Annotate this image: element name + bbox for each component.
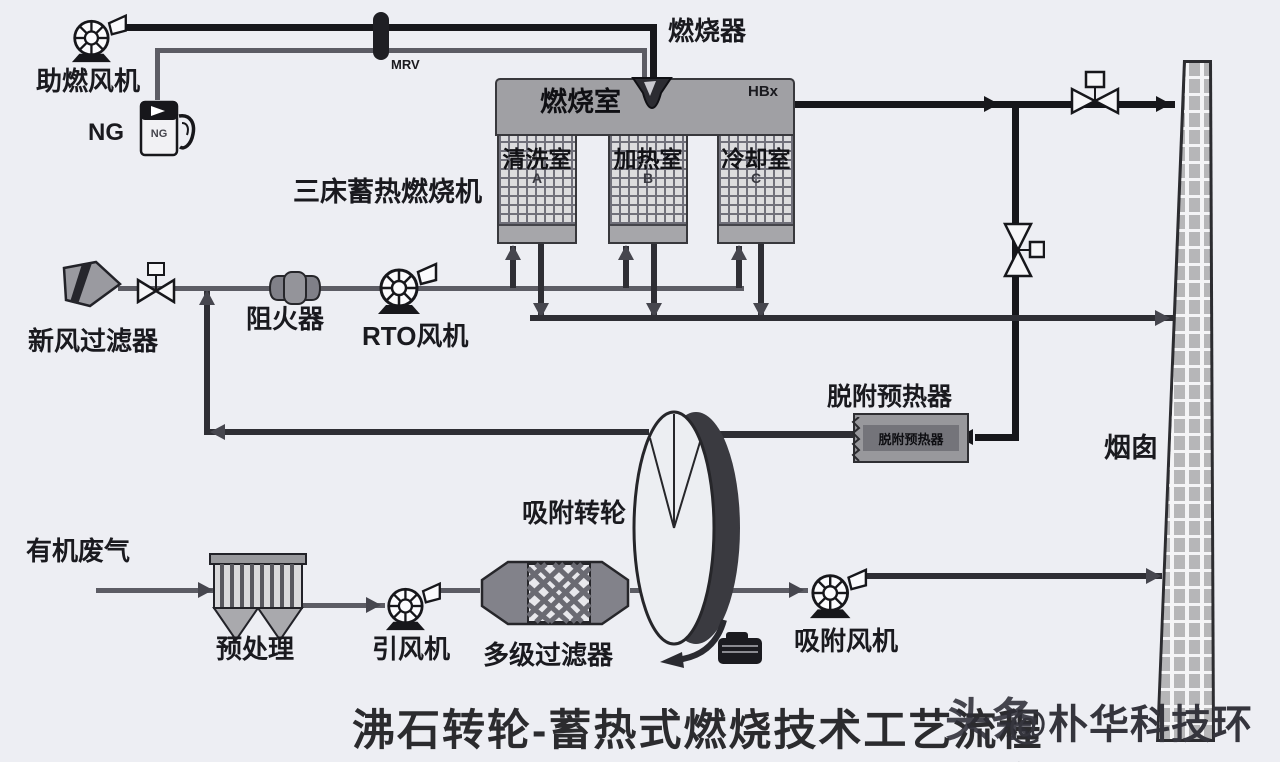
- arrow-bed-b-out: [646, 303, 662, 318]
- adsorption-fan-label: 吸附风机: [794, 626, 899, 656]
- bed-c: [717, 134, 795, 244]
- stack-brick-pattern: [1159, 63, 1212, 739]
- preheater-label: 脱附预热器: [827, 383, 953, 411]
- aux-fan-label: 助燃风机: [36, 66, 141, 96]
- pretreatment-label: 预处理: [216, 634, 295, 664]
- arrow-bed-b-in: [618, 245, 634, 260]
- preheater-branch-valve-icon: [1002, 222, 1045, 278]
- pipe-clean-to-stack: [862, 573, 1162, 579]
- desorption-preheater-box: 脱附预热器: [851, 413, 969, 463]
- pipe-rto-supply: [118, 286, 744, 291]
- hx-tag: HBx: [748, 83, 779, 100]
- stack: [1156, 60, 1215, 742]
- arrow-to-stack-top: [984, 96, 999, 112]
- arrow-into-stack-bottom: [1146, 568, 1161, 584]
- pipe-exhaust: [530, 315, 1173, 321]
- adsorption-fan-icon: [809, 568, 868, 619]
- pipe-bed-c-outlet: [758, 243, 764, 321]
- arrow-into-draft-fan: [366, 597, 381, 613]
- pipe-ng: [155, 48, 647, 53]
- fresh-air-filter-icon: [62, 260, 122, 308]
- bed-c-name: 冷却室: [721, 146, 791, 172]
- bed-c-code: C: [750, 170, 762, 186]
- pipe-combustion-air-drop: [650, 24, 657, 82]
- pipe-bed-c-inlet: [736, 246, 742, 288]
- rto-unit-label: 三床蓄热燃烧机: [293, 177, 482, 207]
- stack-label: 烟囱: [1104, 433, 1158, 463]
- flame-arrester-label: 阻火器: [246, 304, 325, 334]
- watermark-handle: @朴华科技环保: [1008, 703, 1254, 762]
- bed-c-plenum: [719, 224, 793, 242]
- bed-a-code: A: [531, 170, 543, 186]
- preheater-band: 脱附预热器: [863, 425, 959, 451]
- waste-gas-label: 有机废气: [26, 536, 131, 566]
- bed-b-code: B: [642, 170, 654, 186]
- bed-b: [608, 134, 688, 244]
- arrow-bed-a-in: [505, 245, 521, 260]
- pipe-preheater-to-rotor: [700, 431, 855, 438]
- burner-label: 燃烧器: [668, 16, 747, 46]
- combustion-chamber-label: 燃烧室: [540, 87, 621, 117]
- bed-a-plenum: [499, 224, 575, 242]
- preheater-coil-icon: [851, 417, 861, 461]
- watermark-prefix: 头条: [945, 694, 1037, 746]
- flame-arrester-icon: [268, 271, 322, 305]
- pipe-fan-to-filter: [440, 588, 480, 593]
- fresh-air-valve-icon: [136, 262, 176, 304]
- arrow-into-stack-mid: [1155, 310, 1170, 326]
- adsorption-rotor-icon: [632, 410, 740, 646]
- rotor-label: 吸附转轮: [522, 498, 627, 528]
- bed-a-name: 清洗室: [502, 146, 572, 172]
- diagram-title: 沸石转轮-蓄热式燃烧技术工艺流程: [352, 707, 1044, 755]
- rto-fan-label: RTO风机: [362, 321, 469, 351]
- arrow-bed-c-out: [753, 303, 769, 318]
- bed-b-name: 加热室: [613, 146, 683, 172]
- preheater-box-text: 脱附预热器: [878, 431, 944, 447]
- ng-label: NG: [88, 119, 124, 146]
- pipe-combustion-air: [122, 24, 657, 31]
- draft-fan-icon: [385, 581, 441, 631]
- aux-fan-icon: [71, 13, 127, 63]
- pipe-desorb-return-riser: [204, 288, 210, 434]
- arrow-into-adsorb-fan: [789, 582, 804, 598]
- pipe-bed-a-outlet: [538, 243, 544, 321]
- draft-fan-label: 引风机: [372, 634, 451, 664]
- mrv-label: MRV: [391, 57, 420, 72]
- arrow-into-rto-line: [199, 290, 215, 305]
- pretreatment-icon: [209, 553, 307, 642]
- fresh-air-filter-label: 新风过滤器: [28, 326, 159, 356]
- pipe-desorb-return: [204, 429, 649, 435]
- burner-icon: [631, 77, 673, 110]
- pipe-pretreat-to-fan: [303, 603, 385, 608]
- multistage-filter-icon: [480, 560, 630, 626]
- arrow-into-stack-top: [1156, 96, 1171, 112]
- pipe-bed-b-outlet: [651, 243, 657, 321]
- pipe-bed-b-inlet: [623, 246, 629, 288]
- pipe-bed-a-inlet: [510, 246, 516, 288]
- rotor-motor-icon: [718, 632, 762, 664]
- arrow-into-pretreatment: [198, 582, 213, 598]
- rotor-belt-icon: [660, 619, 727, 668]
- arrow-desorb-return: [210, 424, 225, 440]
- arrow-bed-c-in: [731, 245, 747, 260]
- pipe-to-preheater: [975, 434, 1019, 441]
- stack-line-valve-icon: [1070, 70, 1120, 116]
- pipe-ng-drop: [642, 48, 647, 82]
- ng-pump-text: NG: [151, 128, 168, 140]
- mrv-valve-icon: [373, 12, 389, 60]
- bed-a: [497, 134, 577, 244]
- ng-pump-icon: NG: [139, 100, 196, 157]
- multistage-filter-label: 多级过滤器: [483, 640, 614, 670]
- bed-b-plenum: [610, 224, 686, 242]
- rto-fan-icon: [378, 262, 438, 314]
- pipe-rotor-to-adsorb-fan: [710, 588, 808, 593]
- pipe-waste-gas-in: [96, 588, 214, 593]
- arrow-bed-a-out: [533, 303, 549, 318]
- pipe-ng-riser: [155, 50, 160, 100]
